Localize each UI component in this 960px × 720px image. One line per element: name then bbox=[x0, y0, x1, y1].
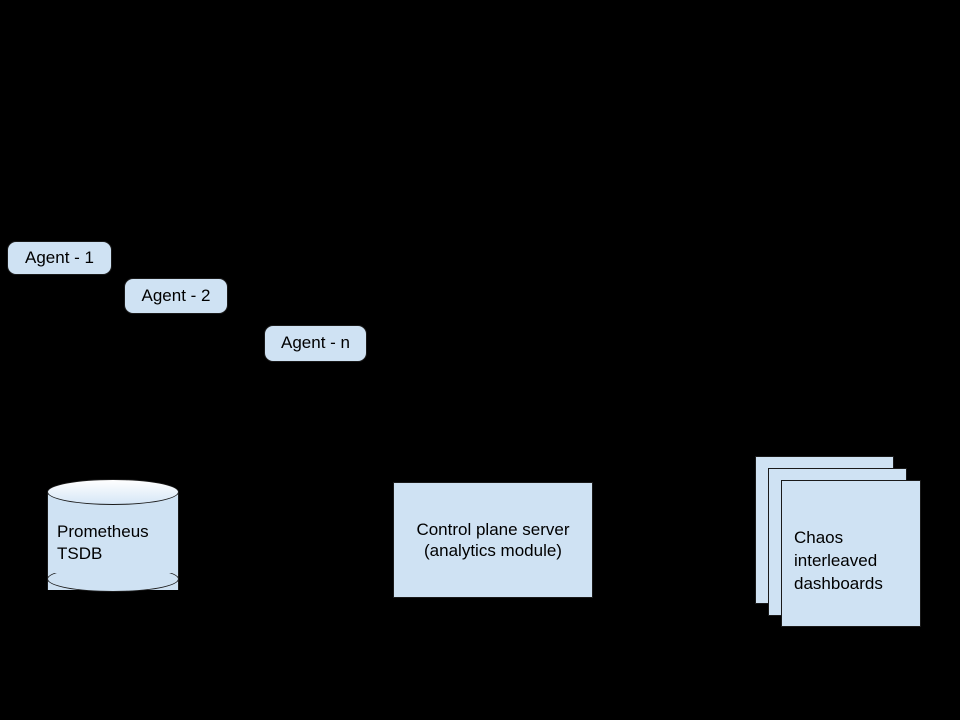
chaos-dashboards-label-line1: Chaos bbox=[794, 528, 844, 547]
agent-node-n-label: Agent - n bbox=[281, 333, 350, 353]
agent-node-1[interactable]: Agent - 1 bbox=[7, 241, 112, 275]
chaos-dashboards-label-line2: interleaved bbox=[794, 551, 878, 570]
dashboard-card-front[interactable] bbox=[781, 480, 921, 627]
control-plane-label-line2: (analytics module) bbox=[424, 541, 562, 560]
chaos-dashboards-label-line3: dashboards bbox=[794, 574, 883, 593]
agent-node-n[interactable]: Agent - n bbox=[264, 325, 367, 362]
agent-node-2[interactable]: Agent - 2 bbox=[124, 278, 228, 314]
cylinder-top-ellipse bbox=[47, 479, 179, 505]
prometheus-tsdb-node[interactable]: Prometheus TSDB bbox=[47, 479, 179, 603]
cylinder-seam-mask bbox=[48, 559, 178, 573]
agent-node-2-label: Agent - 2 bbox=[141, 285, 211, 305]
prometheus-tsdb-label: Prometheus TSDB bbox=[47, 521, 179, 565]
control-plane-server-node[interactable]: Control plane server (analytics module) bbox=[393, 482, 593, 598]
chaos-dashboards-label: Chaos interleaved dashboards bbox=[794, 526, 916, 595]
prometheus-tsdb-label-line1: Prometheus bbox=[57, 522, 149, 541]
agent-node-1-label: Agent - 1 bbox=[25, 247, 94, 267]
control-plane-label-line1: Control plane server bbox=[416, 520, 570, 539]
prometheus-tsdb-label-line2: TSDB bbox=[57, 544, 103, 563]
